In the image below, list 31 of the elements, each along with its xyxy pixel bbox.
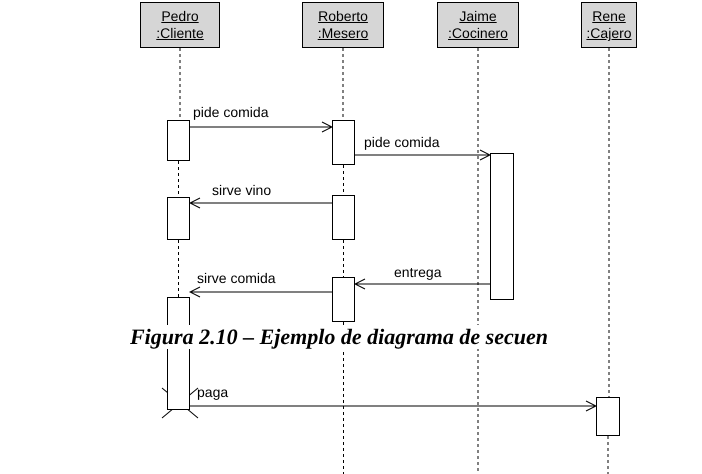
- lifeline: [608, 48, 610, 398]
- object-name: Jaime :Cocinero: [447, 8, 509, 42]
- activation-bar: [596, 397, 620, 436]
- message-label: entrega: [394, 264, 442, 280]
- lifeline-header: [140, 2, 220, 48]
- message-label: sirve comida: [197, 270, 276, 286]
- lifeline-header: [437, 2, 519, 48]
- activation-bar: [490, 153, 514, 300]
- activation-bar: [332, 277, 355, 322]
- message-arrow: [354, 150, 490, 160]
- lifeline: [178, 240, 179, 298]
- figure-caption: Figura 2.10 – Ejemplo de diagrama de secuen: [128, 325, 548, 349]
- message-label: paga: [197, 384, 228, 400]
- message-arrow: [190, 286, 332, 298]
- activation-bar: [332, 120, 355, 165]
- lifeline: [343, 240, 344, 278]
- message-arrow: [354, 278, 490, 290]
- message-arrow: [190, 198, 332, 208]
- lifeline-header: [581, 2, 637, 48]
- object-name: Rene :Cajero: [585, 8, 633, 42]
- message-label: pide comida: [364, 134, 440, 150]
- message-arrow: [190, 400, 596, 412]
- message-arrow: [190, 122, 332, 132]
- object-name: Pedro :Cliente: [155, 8, 205, 42]
- lifeline-header: [302, 2, 384, 48]
- activation-bar: [332, 195, 355, 240]
- object-name: Roberto :Mesero: [316, 8, 370, 42]
- message-label: sirve vino: [212, 182, 272, 198]
- message-label: pide comida: [193, 104, 268, 120]
- activation-bar: [167, 197, 190, 240]
- activation-bar: [167, 120, 190, 161]
